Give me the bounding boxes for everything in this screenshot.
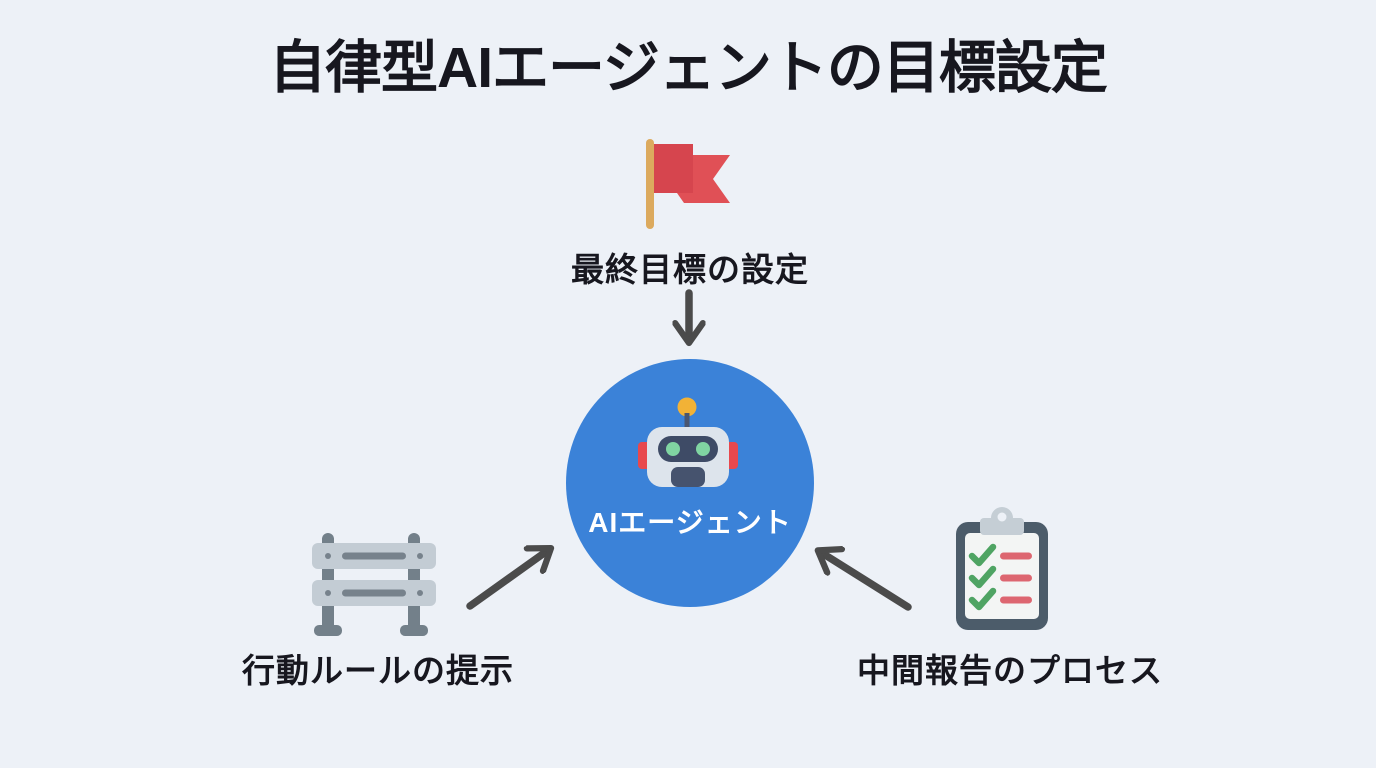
bottom-left-node-label: 行動ルールの提示 <box>242 652 514 689</box>
robot-icon <box>638 397 738 487</box>
arrow-bottomleft-to-center <box>466 551 547 610</box>
clipboard-icon <box>956 507 1048 630</box>
arrow-bottomright-to-center <box>822 553 912 611</box>
flag-icon <box>646 139 730 229</box>
barrier-icon <box>312 533 436 636</box>
page-title: 自律型AIエージェントの目標設定 <box>269 36 1108 100</box>
center-node-label: AIエージェント <box>588 507 792 538</box>
top-node-label: 最終目標の設定 <box>571 251 809 288</box>
bottom-right-node-label: 中間報告のプロセス <box>857 652 1163 689</box>
